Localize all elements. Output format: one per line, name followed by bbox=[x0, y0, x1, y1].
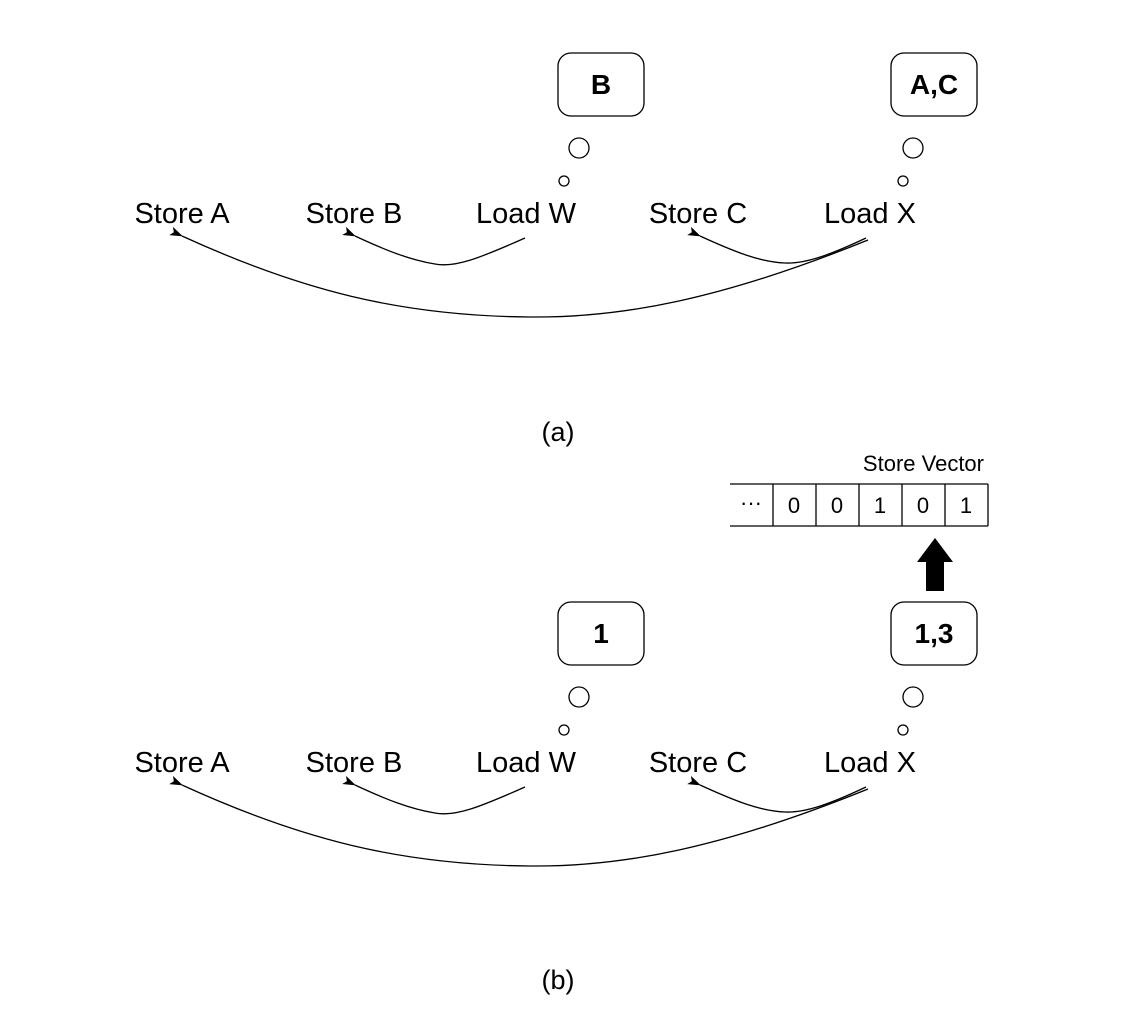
instr-store-b: Store B bbox=[306, 747, 403, 779]
thought-bubble-w bbox=[557, 601, 645, 666]
instr-store-a: Store A bbox=[134, 747, 230, 779]
thought-dot-large bbox=[568, 137, 590, 159]
vector-cell: 1 bbox=[960, 493, 972, 518]
edge-loadx-storec bbox=[687, 226, 867, 264]
panel-a: B A,C Store A Store B Load W Store C Loa… bbox=[134, 52, 978, 447]
thought-bubble-x bbox=[890, 52, 978, 117]
vector-cell: 0 bbox=[917, 493, 929, 518]
instr-store-b: Store B bbox=[306, 198, 403, 230]
instr-load-w: Load W bbox=[476, 747, 577, 779]
thought-dot-small bbox=[897, 724, 909, 736]
edge-loadw-storeb bbox=[342, 775, 526, 815]
edge-loadx-storea bbox=[169, 226, 869, 318]
thought-dot-large bbox=[902, 137, 924, 159]
edge-loadx-storea bbox=[169, 775, 869, 867]
instr-load-x: Load X bbox=[824, 747, 916, 779]
thought-dot-small bbox=[558, 175, 570, 187]
vector-cell: 1 bbox=[874, 493, 886, 518]
instr-store-c: Store C bbox=[649, 198, 747, 230]
instr-load-x: Load X bbox=[824, 198, 916, 230]
thought-dot-large bbox=[902, 686, 924, 708]
vector-cell: 0 bbox=[831, 493, 843, 518]
thought-dot-small bbox=[558, 724, 570, 736]
thought-dot-small bbox=[897, 175, 909, 187]
caption-b: (b) bbox=[542, 965, 575, 995]
thought-bubble-w bbox=[557, 52, 645, 117]
caption-a: (a) bbox=[542, 417, 575, 447]
bubble-w-label: B bbox=[591, 69, 611, 100]
vector-cell: 0 bbox=[788, 493, 800, 518]
panel-b: Store Vector ··· 0 0 1 0 1 1 1,3 Store A… bbox=[134, 451, 989, 995]
edge-loadw-storeb bbox=[342, 226, 526, 266]
bubble-x-label: A,C bbox=[910, 69, 958, 100]
store-vector-title: Store Vector bbox=[863, 451, 984, 476]
instr-load-w: Load W bbox=[476, 198, 577, 230]
bubble-w-label: 1 bbox=[593, 618, 609, 649]
thought-dot-large bbox=[568, 686, 590, 708]
instr-store-a: Store A bbox=[134, 198, 230, 230]
vector-cell-ellipsis: ··· bbox=[740, 490, 762, 515]
instr-store-c: Store C bbox=[649, 747, 747, 779]
thought-bubble-x bbox=[890, 601, 978, 666]
edge-loadx-storec bbox=[687, 775, 867, 813]
bubble-x-label: 1,3 bbox=[915, 618, 954, 649]
up-arrow-icon bbox=[917, 538, 953, 591]
